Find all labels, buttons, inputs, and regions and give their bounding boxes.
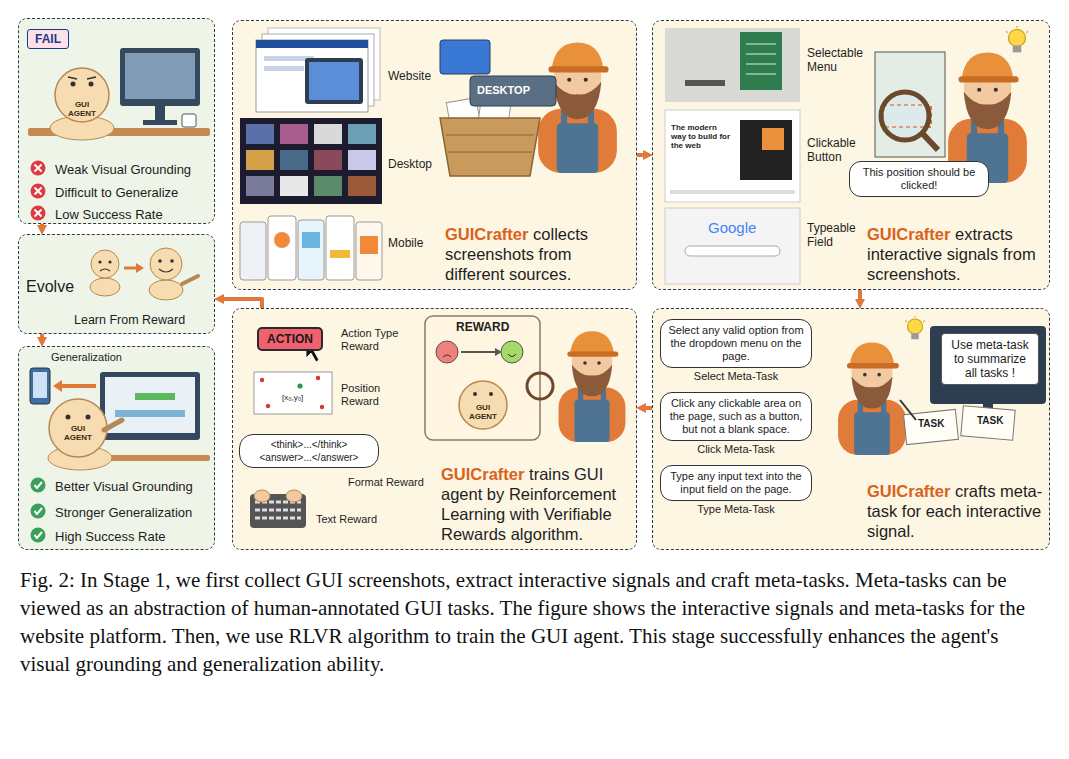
failure-item: Low Success Rate — [55, 207, 163, 223]
brand-name: GUICrafter — [445, 225, 528, 243]
flow-arrow — [40, 334, 44, 341]
meta-task-name: Click Meta-Task — [661, 443, 811, 456]
description: GUICrafterextracts interactive signals f… — [867, 224, 1045, 284]
panel-grounds — [18, 18, 1050, 550]
successful-agent — [30, 368, 210, 470]
fail-badge: FAIL — [27, 29, 69, 49]
meta-task-box: Select any valid option from the dropdow… — [660, 319, 812, 368]
signal-label: Selectable Menu — [807, 47, 875, 75]
sign-text: DESKTOP — [477, 84, 530, 97]
box-text: ACTION — [267, 332, 313, 346]
paper-text: TASK — [918, 418, 944, 430]
meta-task-box: Click any clickable area on the page, su… — [660, 392, 812, 441]
meta-task-name: Select Meta-Task — [661, 370, 811, 383]
panel: GUICraftercollects screenshots from diff… — [232, 20, 637, 290]
format-box: <think>...</think> <answer>...</answer> — [239, 434, 379, 468]
panel: GUICraftercrafts meta-task for each inte… — [652, 308, 1050, 550]
paper-text: TASK — [977, 415, 1003, 427]
reward-label: Format Reward — [348, 476, 424, 489]
reward-label: Position Reward — [341, 382, 405, 407]
flow-arrow — [40, 224, 44, 229]
brand-name: GUICrafter — [867, 225, 950, 243]
panel: GUICrafterextracts interactive signals f… — [652, 20, 1050, 290]
arrow-head — [637, 408, 642, 409]
screen-text: The modern way to build for the web — [671, 123, 733, 151]
flow-arrow — [858, 290, 862, 303]
evolving-agents — [90, 248, 198, 300]
action-badge: ACTION — [257, 327, 323, 351]
meta-task-crafting — [838, 316, 1046, 455]
signal-label: Clickable Button — [807, 137, 875, 165]
reward-label: Text Reward — [316, 513, 377, 526]
panel: GUICraftertrains GUI agent by Reinforcem… — [232, 308, 637, 550]
agent-name: GUI AGENT — [465, 403, 501, 421]
brand-name: GUICrafter — [867, 482, 950, 500]
arrow-head — [215, 299, 220, 300]
source-label: Desktop — [388, 158, 432, 172]
failure-item: Difficult to Generalize — [55, 185, 178, 201]
step-label: Evolve — [26, 277, 74, 296]
card-title: REWARD — [456, 321, 509, 335]
meta-task-text: Type any input text into the input field… — [667, 470, 805, 496]
meta-task-box: Type any input text into the input field… — [660, 465, 812, 501]
screen-logo: Google — [708, 219, 756, 236]
figure-caption: Fig. 2: In Stage 1, we first collect GUI… — [20, 566, 1050, 678]
meta-task-text: Select any valid option from the dropdow… — [667, 324, 805, 363]
meta-task-text: Click any clickable area on the page, su… — [667, 397, 805, 436]
flow-arrow — [637, 153, 647, 157]
panel: Weak Visual GroundingDifficult to Genera… — [18, 18, 215, 224]
speech-bubble: This position should be clicked! — [849, 161, 989, 197]
arrow-label: Generalization — [51, 351, 122, 364]
step-label: Learn From Reward — [74, 313, 185, 328]
box-text: FAIL — [35, 32, 61, 46]
failure-item: Weak Visual Grounding — [55, 162, 191, 178]
source-label: Mobile — [388, 237, 423, 251]
source-label: Website — [388, 70, 431, 84]
agent-name: GUI AGENT — [64, 100, 100, 118]
reward-label: Action Type Reward — [341, 327, 415, 352]
fail-icons — [31, 161, 46, 221]
description: GUICraftertrains GUI agent by Reinforcem… — [441, 464, 635, 544]
flow-arrow — [220, 299, 262, 308]
brand-name: GUICrafter — [441, 465, 524, 483]
panel: EvolveLearn From Reward — [18, 234, 215, 334]
meta-task-name: Type Meta-Task — [661, 503, 811, 516]
success-item: Better Visual Grounding — [55, 479, 193, 495]
success-item: Stronger Generalization — [55, 505, 192, 521]
flow-arrow — [642, 406, 652, 410]
description: GUICraftercrafts meta-task for each inte… — [867, 481, 1045, 541]
box-text: <think>...</think> <answer>...</answer> — [247, 438, 371, 464]
signal-label: Typeable Field — [807, 222, 875, 250]
box-text: Use meta-task to summarize all tasks ! — [947, 338, 1033, 380]
coordinate-label: [x₀,y₀] — [282, 393, 303, 402]
box-text: This position should be clicked! — [856, 166, 982, 192]
agent-name: GUI AGENT — [60, 424, 96, 442]
description: GUICraftercollects screenshots from diff… — [445, 224, 633, 284]
success-icons — [31, 478, 46, 543]
screen-note: Use meta-task to summarize all tasks ! — [941, 333, 1039, 385]
panel: GeneralizationBetter Visual GroundingStr… — [18, 346, 215, 550]
success-item: High Success Rate — [55, 529, 166, 545]
failing-agent — [28, 48, 210, 140]
